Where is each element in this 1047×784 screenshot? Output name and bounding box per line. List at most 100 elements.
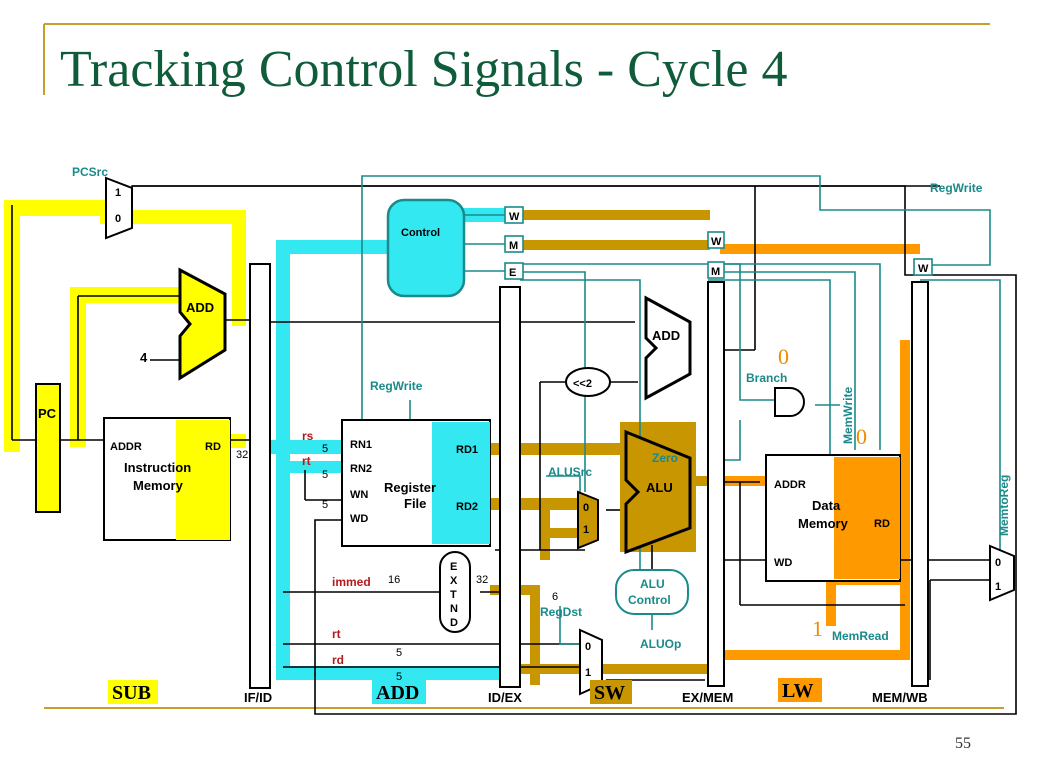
alu-control <box>615 569 689 615</box>
imem-addr: ADDR <box>110 441 142 453</box>
pc-register <box>35 383 61 513</box>
width-5d: 5 <box>396 647 402 659</box>
memtoreg-mux <box>989 544 1015 602</box>
alusrc-label: ALUSrc <box>548 465 592 479</box>
memtoreg-label: MemtoReg <box>997 475 1011 536</box>
control-outputs <box>464 214 505 272</box>
width-16: 16 <box>388 574 400 586</box>
regfile-name-2: File <box>404 496 426 511</box>
pcsrc-mux <box>105 176 133 240</box>
memwb-register <box>911 281 929 687</box>
alusrc-mux <box>577 490 599 550</box>
control-unit <box>386 198 466 298</box>
regdst-mux-0: 0 <box>585 641 591 653</box>
alu-control-1: ALU <box>640 577 665 591</box>
imem-read-highlight <box>176 420 230 540</box>
ifid-label: IF/ID <box>244 690 272 705</box>
pc-adder <box>178 267 227 381</box>
pc-adder-label: ADD <box>186 300 214 315</box>
extend-e: E <box>450 561 457 573</box>
field-rd: rd <box>332 653 344 667</box>
branch-and-gate <box>774 387 805 417</box>
pipe-ctrl-boxes <box>504 206 933 280</box>
pcsrc-mux-0: 0 <box>115 213 121 225</box>
memwrite-value: 0 <box>856 424 867 449</box>
exmem-m-label: M <box>711 266 720 278</box>
regdst-mux-1: 1 <box>585 667 591 679</box>
branch-label: Branch <box>746 371 787 385</box>
aluop-label: ALUOp <box>640 637 681 651</box>
regfile-name-1: Register <box>384 480 436 495</box>
alu <box>624 429 692 555</box>
stage-mem-bg <box>778 678 822 702</box>
memwrite-label: MemWrite <box>841 387 855 444</box>
width-6: 6 <box>552 591 558 603</box>
mem-stage-highlight <box>720 244 920 660</box>
exmem-w-label: W <box>711 236 722 248</box>
width-5a: 5 <box>322 443 328 455</box>
exmem-register <box>707 281 725 687</box>
stage-id: ADD <box>376 682 419 704</box>
zero-label: Zero <box>652 451 678 465</box>
width-5b: 5 <box>322 469 328 481</box>
field-rt2: rt <box>332 627 341 641</box>
stage-id-bg <box>372 680 426 704</box>
regfile-wn: WN <box>350 489 368 501</box>
memread-label: MemRead <box>832 629 889 643</box>
width-32b: 32 <box>476 574 488 586</box>
dmem-addr: ADDR <box>774 479 806 491</box>
memtoreg-mux-1: 1 <box>995 581 1001 593</box>
field-rt: rt <box>302 454 311 468</box>
alu-label: ALU <box>646 480 673 495</box>
wires <box>11 185 1017 715</box>
shift-left-2 <box>565 367 611 397</box>
regfile-rd1: RD1 <box>456 444 478 456</box>
field-rs: rs <box>302 429 314 443</box>
extend-t: T <box>450 589 457 601</box>
idex-register <box>499 286 521 688</box>
extend-d: D <box>450 617 458 629</box>
memwb-w-label: W <box>918 263 929 275</box>
pcsrc-label: PCSrc <box>72 165 108 179</box>
regwrite-top-label: RegWrite <box>930 181 983 195</box>
dmem-read-highlight <box>834 457 900 579</box>
extend-n: N <box>450 603 458 615</box>
ifid-register <box>249 263 271 689</box>
imem-name-1: Instruction <box>124 460 191 475</box>
stage-ex: SW <box>594 682 625 704</box>
extend-x: X <box>450 575 458 587</box>
idex-w-label: W <box>509 211 520 223</box>
regfile-read-highlight <box>432 422 490 544</box>
field-immed: immed <box>332 575 371 589</box>
stage-ex-bg <box>590 680 632 704</box>
branch-value: 0 <box>778 344 789 369</box>
memtoreg-mux-0: 0 <box>995 557 1001 569</box>
regdst-label: RegDst <box>540 605 582 619</box>
memread-value: 1 <box>812 616 823 641</box>
dmem-name-1: Data <box>812 498 841 513</box>
width-32a: 32 <box>236 449 248 461</box>
idex-m-label: M <box>509 240 518 252</box>
regwrite-reg-label: RegWrite <box>370 379 423 393</box>
stage-mem: LW <box>782 680 814 702</box>
width-5e: 5 <box>396 671 402 683</box>
idex-label: ID/EX <box>488 690 522 705</box>
branch-adder <box>644 295 692 401</box>
regfile-rd2: RD2 <box>456 501 478 513</box>
alusrc-mux-1: 1 <box>583 524 589 536</box>
branch-adder-label: ADD <box>652 328 680 343</box>
memwb-label: MEM/WB <box>872 690 928 705</box>
pc-label: PC <box>38 406 57 421</box>
slide-title: Tracking Control Signals - Cycle 4 <box>60 41 788 98</box>
control-wires <box>361 175 1001 645</box>
stage-if-bg <box>108 680 158 704</box>
dmem-name-2: Memory <box>798 516 849 531</box>
control-label: Control <box>401 227 440 239</box>
alusrc-mux-0: 0 <box>583 502 589 514</box>
alu-control-2: Control <box>628 593 671 607</box>
dmem-rd: RD <box>874 518 890 530</box>
pcsrc-mux-1: 1 <box>115 187 121 199</box>
regfile-wd: WD <box>350 513 368 525</box>
dmem-wd: WD <box>774 557 792 569</box>
